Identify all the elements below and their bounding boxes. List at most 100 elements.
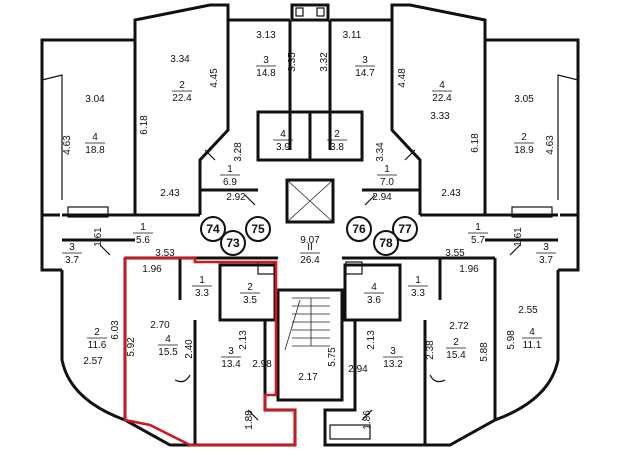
dimension: 5.88: [479, 342, 490, 362]
svg-text:2: 2: [334, 129, 340, 140]
room-label: 13.3: [192, 275, 212, 299]
dimension: 1.86: [362, 410, 373, 430]
svg-text:3.3: 3.3: [411, 288, 425, 299]
stair-area: 26.4: [300, 255, 320, 266]
room-label: 17.0: [377, 164, 397, 188]
dimension: 2.92: [226, 192, 246, 203]
svg-text:3.7: 3.7: [539, 255, 553, 266]
svg-text:3: 3: [390, 346, 396, 357]
highlighted-apartment: [123, 256, 297, 447]
room-label: 15.6: [133, 222, 153, 246]
dimension: 2.17: [298, 372, 318, 383]
dimension: 2.40: [184, 339, 195, 359]
room-label: 313.2: [383, 346, 403, 370]
room-label: 13.3: [408, 275, 428, 299]
dimension: 1.96: [142, 264, 162, 275]
dimension: 3.28: [233, 142, 244, 162]
svg-text:3: 3: [362, 55, 368, 66]
svg-text:22.4: 22.4: [172, 93, 192, 104]
svg-text:6.9: 6.9: [223, 177, 237, 188]
svg-text:18.8: 18.8: [85, 145, 105, 156]
dimension: 6.18: [470, 133, 481, 153]
svg-text:11.1: 11.1: [523, 340, 542, 351]
apartment-number: 74: [206, 222, 220, 236]
room-label: 16.9: [220, 164, 240, 188]
room-label: 222.4: [172, 80, 192, 104]
svg-text:3: 3: [543, 242, 549, 253]
room-label: 415.5: [158, 334, 178, 358]
room-label: 15.7: [468, 222, 488, 246]
svg-text:14.8: 14.8: [256, 68, 276, 79]
dimension: 2.57: [83, 356, 103, 367]
room-labels: 222.4 314.8 314.7 422.4 418.8 218.9 43.9…: [62, 55, 556, 370]
dimension: 4.63: [62, 135, 73, 155]
svg-text:3.8: 3.8: [330, 142, 344, 153]
svg-text:3: 3: [263, 55, 269, 66]
dimension: 5.98: [506, 330, 517, 350]
apartment-number: 76: [352, 222, 366, 236]
dimension: 4.63: [545, 135, 556, 155]
apartment-number: 77: [398, 222, 412, 236]
svg-text:2: 2: [521, 132, 527, 143]
svg-text:15.4: 15.4: [446, 350, 466, 361]
apartment-number: 75: [251, 222, 265, 236]
dimension: 3.34: [170, 54, 190, 65]
svg-text:3.7: 3.7: [65, 255, 79, 266]
dimension: 1.61: [513, 227, 524, 247]
room-label: 43.6: [364, 282, 384, 306]
dimension: 1.88: [244, 410, 255, 430]
dimension: 5.92: [126, 337, 137, 357]
svg-text:1: 1: [415, 275, 421, 286]
svg-text:7.0: 7.0: [380, 177, 394, 188]
dimension: 6.18: [139, 115, 150, 135]
room-label: 33.7: [62, 242, 82, 266]
outer-walls: [40, 3, 580, 447]
svg-text:4: 4: [280, 129, 286, 140]
svg-text:14.7: 14.7: [355, 68, 375, 79]
svg-text:3.5: 3.5: [243, 295, 257, 306]
dimension: 2.13: [238, 330, 249, 350]
apartment-numbers: 74 73 75 76 77 78: [200, 216, 418, 256]
dimension: 6.03: [110, 320, 121, 340]
dimension: 9.07: [300, 235, 320, 246]
stair-label: II: [307, 242, 313, 253]
svg-text:22.4: 22.4: [432, 93, 452, 104]
room-label: 422.4: [432, 80, 452, 104]
dimension: 4.48: [397, 68, 408, 88]
apartment-number: 73: [226, 236, 240, 250]
dimension: 2.72: [449, 321, 469, 332]
svg-text:2: 2: [247, 282, 253, 293]
dimension-labels: 3.13 3.11 3.35 3.32 3.34 4.45 4.48 3.05 …: [62, 30, 556, 430]
dimension: 3.34: [375, 142, 386, 162]
svg-text:1: 1: [384, 164, 390, 175]
svg-text:4: 4: [529, 327, 535, 338]
svg-text:2: 2: [94, 327, 100, 338]
dimension: 2.70: [150, 320, 170, 331]
svg-text:4: 4: [371, 282, 377, 293]
dimension: 2.43: [160, 188, 180, 199]
svg-text:4: 4: [92, 132, 98, 143]
room-label: 314.8: [256, 55, 276, 79]
dimension: 3.55: [445, 248, 465, 259]
room-label: 23.8: [327, 129, 347, 153]
svg-text:1: 1: [227, 164, 233, 175]
dimension: 3.33: [430, 111, 450, 122]
svg-text:5.7: 5.7: [471, 235, 485, 246]
dimension: 2.13: [366, 330, 377, 350]
apartment-number: 78: [379, 236, 393, 250]
svg-text:13.2: 13.2: [383, 359, 403, 370]
room-label: 314.7: [355, 55, 375, 79]
svg-text:18.9: 18.9: [514, 145, 534, 156]
dimension: 2.55: [518, 305, 538, 316]
svg-text:11.6: 11.6: [88, 340, 107, 351]
room-label: 418.8: [85, 132, 105, 156]
dimension: 4.45: [209, 68, 220, 88]
dimension: 3.04: [85, 94, 105, 105]
dimension: 2.94: [372, 192, 392, 203]
dimension: 3.35: [287, 52, 298, 72]
svg-text:1: 1: [475, 222, 481, 233]
svg-text:13.4: 13.4: [221, 359, 241, 370]
svg-text:2: 2: [453, 337, 459, 348]
room-label: 218.9: [514, 132, 534, 156]
